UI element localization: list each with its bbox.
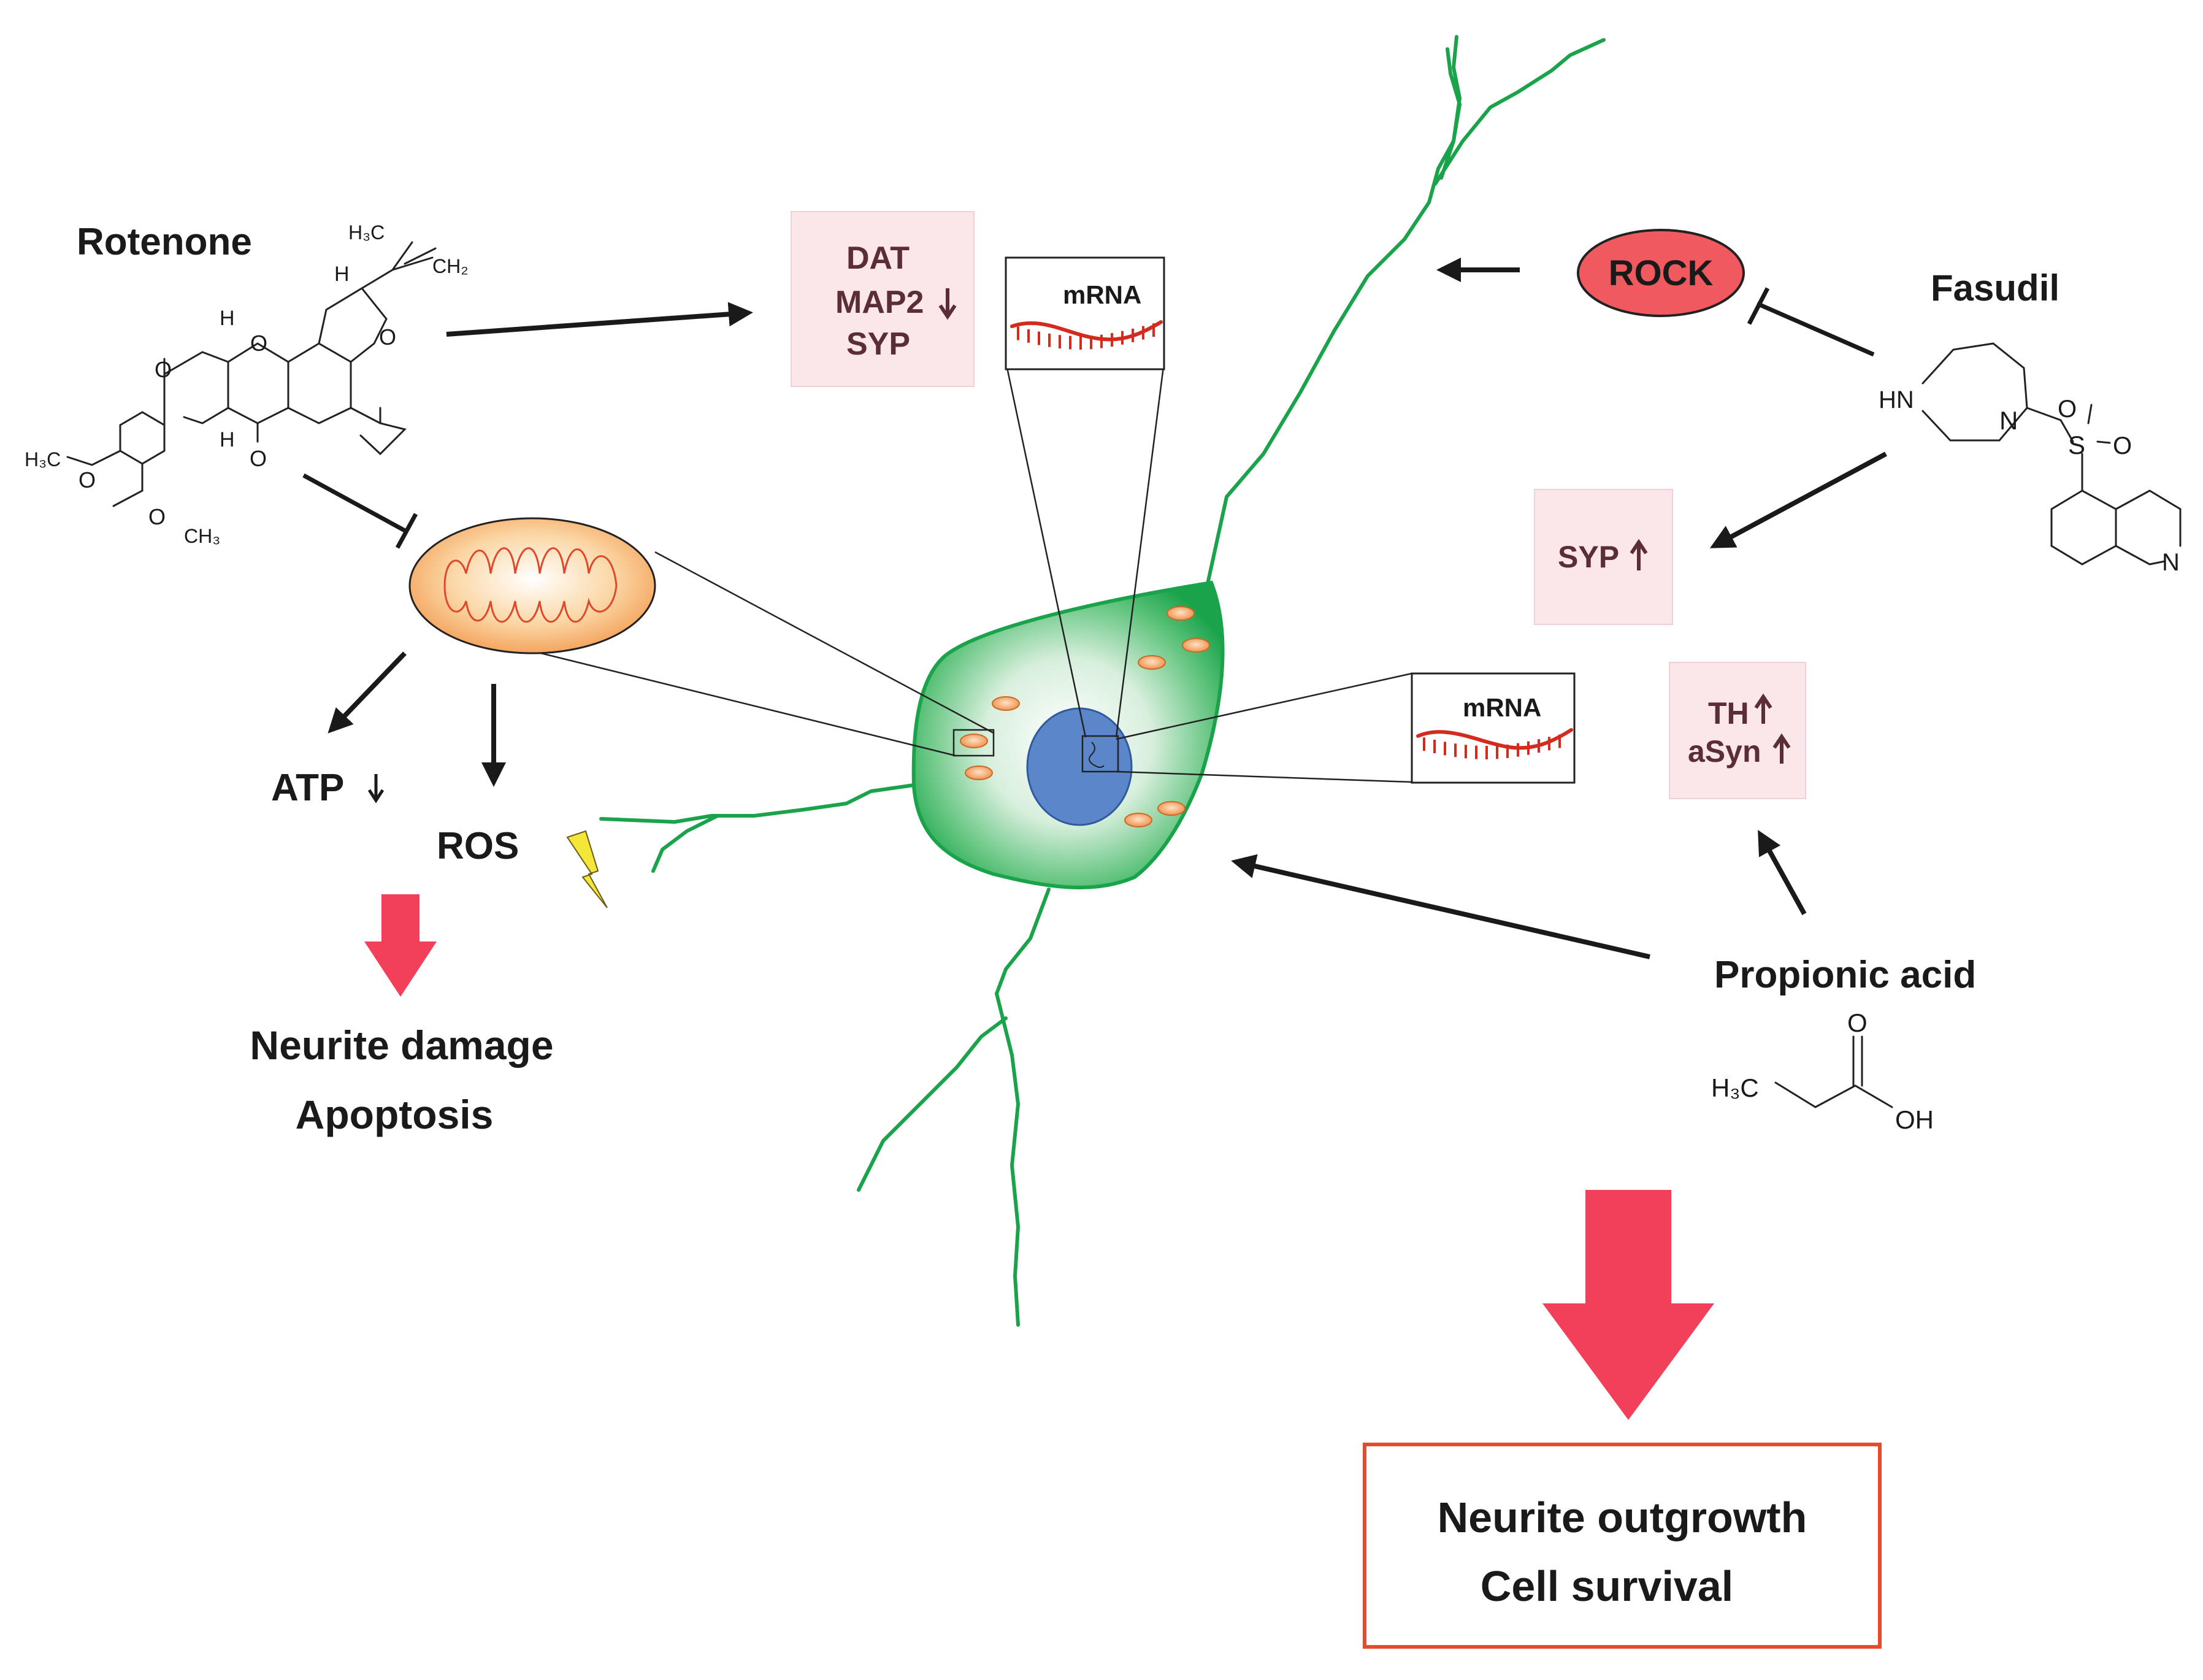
granule: [965, 765, 993, 780]
rock-label: ROCK: [1609, 253, 1714, 293]
neurite-bottom: [857, 888, 1051, 1327]
mito-zoom-source: [952, 729, 995, 757]
rotenone-h-a: H: [334, 263, 350, 286]
fasudil-structure: HN N S O O N: [1879, 342, 2182, 576]
inhibit-rotenone-mito: [302, 473, 418, 549]
neurite-left: [599, 783, 916, 873]
th-asyn-box: [1669, 662, 1806, 799]
syp-up-box: [1534, 489, 1673, 625]
fasudil-o2: O: [2113, 432, 2132, 459]
arrow-propionic-to-cell: [1231, 854, 1650, 959]
rotenone-o-keto: O: [250, 446, 267, 471]
atp-label: ATP: [271, 767, 344, 809]
map2-down-arrow-icon: [938, 288, 957, 320]
nucleus-zoom-source: [1081, 735, 1119, 773]
mrna-right-box: [1411, 672, 1576, 784]
rotenone-structure: H₃C CH₂ H H H O O O O H₃C O O CH₃: [25, 221, 469, 547]
rotenone-o-ring1: O: [155, 357, 172, 382]
arrow-mito-to-atp: [328, 651, 407, 734]
granule: [1124, 813, 1152, 827]
granule: [960, 734, 988, 748]
propionic-structure: H₃C O OH: [1711, 1008, 1934, 1134]
arrow-propionic-to-markers: [1758, 830, 1807, 915]
granule: [1157, 801, 1186, 816]
mrna-top-strand: [1010, 320, 1163, 350]
rotenone-ch2: CH₂: [432, 255, 469, 277]
propionic-label: Propionic acid: [1714, 954, 1976, 996]
th-up-arrow-icon: [1754, 693, 1772, 724]
right-outcome-line1: Neurite outgrowth: [1438, 1494, 1807, 1541]
rotenone-h-c: H: [220, 428, 235, 451]
rotenone-o-ring3: O: [379, 324, 396, 350]
rock-node: [1577, 229, 1745, 317]
zoom-lines: [533, 361, 1412, 783]
mrna-right-label: mRNA: [1463, 693, 1541, 722]
mito-cristae: [443, 547, 618, 623]
down-arrow-right-icon: [1542, 1190, 1714, 1420]
th-label: TH: [1708, 696, 1749, 731]
markers-down-box: [791, 211, 975, 387]
right-outcome-box: [1363, 1443, 1882, 1649]
fasudil-n-ring: N: [2162, 549, 2180, 576]
asyn-up-arrow-icon: [1772, 733, 1791, 764]
mrna-top-box: [1005, 256, 1165, 370]
fasudil-o1: O: [2058, 396, 2077, 423]
rotenone-o-ring2: O: [250, 331, 267, 356]
down-arrow-left-icon: [364, 894, 437, 997]
asyn-label: aSyn: [1688, 734, 1761, 769]
fasudil-n: N: [1999, 406, 2018, 435]
propionic-o: O: [1847, 1008, 1868, 1037]
granule: [1138, 655, 1166, 670]
neurite-top: [1203, 35, 1606, 597]
propionic-oh: OH: [1895, 1105, 1934, 1134]
arrow-fasudil-to-syp: [1709, 451, 1887, 548]
inhibit-fasudil-rock: [1747, 287, 1875, 357]
atp-down-arrow-icon: [367, 774, 385, 804]
neuron: [599, 35, 1606, 1327]
rotenone-o-methoxy1: O: [79, 467, 96, 493]
right-outcome-line2: Cell survival: [1481, 1562, 1733, 1610]
ros-label: ROS: [437, 825, 519, 867]
marker-syp: SYP: [846, 326, 910, 362]
syp-up-arrow-icon: [1630, 539, 1648, 570]
left-outcome-line1: Neurite damage: [250, 1022, 553, 1068]
dna-squiggle: [1089, 742, 1105, 768]
marker-dat: DAT: [846, 240, 910, 276]
rotenone-h3c-top: H₃C: [348, 221, 385, 244]
syp-up-label: SYP: [1558, 540, 1619, 574]
rotenone-label: Rotenone: [77, 221, 252, 263]
rotenone-h3c-left: H₃C: [25, 448, 61, 470]
granule: [1182, 638, 1210, 653]
rotenone-o-methoxy2: O: [148, 504, 166, 529]
mrna-right-strand: [1416, 728, 1573, 759]
nucleus: [1026, 707, 1133, 826]
granule: [1167, 606, 1195, 621]
fasudil-label: Fasudil: [1931, 267, 2059, 309]
propionic-h3c: H₃C: [1711, 1073, 1759, 1102]
fasudil-s: S: [2068, 431, 2085, 459]
left-outcome-line2: Apoptosis: [296, 1092, 494, 1137]
mitochondrion: [408, 517, 656, 654]
rotenone-h-b: H: [220, 307, 235, 330]
rotenone-ch3: CH₃: [184, 525, 220, 547]
mrna-top-label: mRNA: [1063, 280, 1141, 309]
granule: [992, 696, 1020, 711]
arrow-rotenone-to-markers: [446, 302, 753, 337]
lightning-icon: [566, 830, 608, 908]
marker-map2: MAP2: [835, 285, 924, 320]
fasudil-hn: HN: [1879, 386, 1914, 413]
